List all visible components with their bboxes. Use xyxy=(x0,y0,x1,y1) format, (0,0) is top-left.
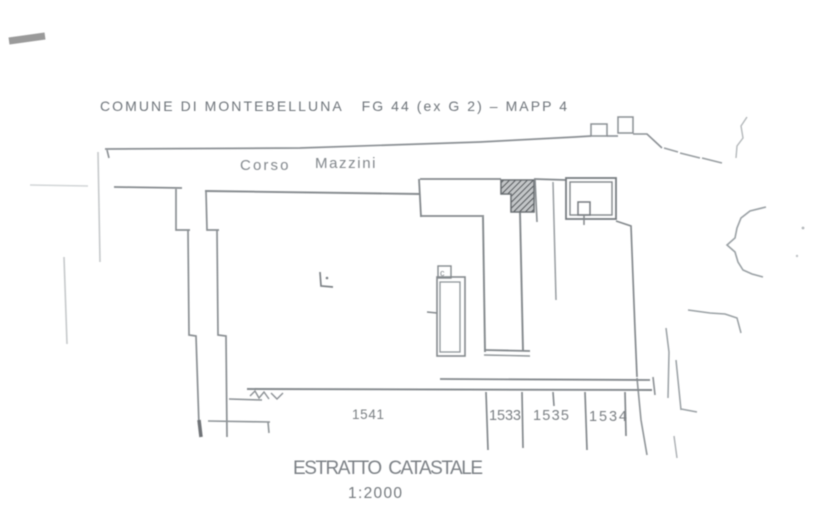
svg-text:1541: 1541 xyxy=(352,407,384,422)
svg-text:1533: 1533 xyxy=(489,408,521,424)
svg-text:Corso: Corso xyxy=(240,157,289,174)
svg-text:1534: 1534 xyxy=(589,409,627,425)
svg-text:1535: 1535 xyxy=(533,408,569,424)
svg-text:c: c xyxy=(440,268,445,278)
svg-text:ESTRATTO CATASTALE: ESTRATTO CATASTALE xyxy=(293,458,485,479)
svg-text:Mazzini: Mazzini xyxy=(315,155,376,172)
svg-text:COMUNE DI MONTEBELLUNA FG 44: COMUNE DI MONTEBELLUNA FG 44 (ex G 2) – … xyxy=(100,98,568,114)
svg-text:1:2000: 1:2000 xyxy=(348,485,403,502)
